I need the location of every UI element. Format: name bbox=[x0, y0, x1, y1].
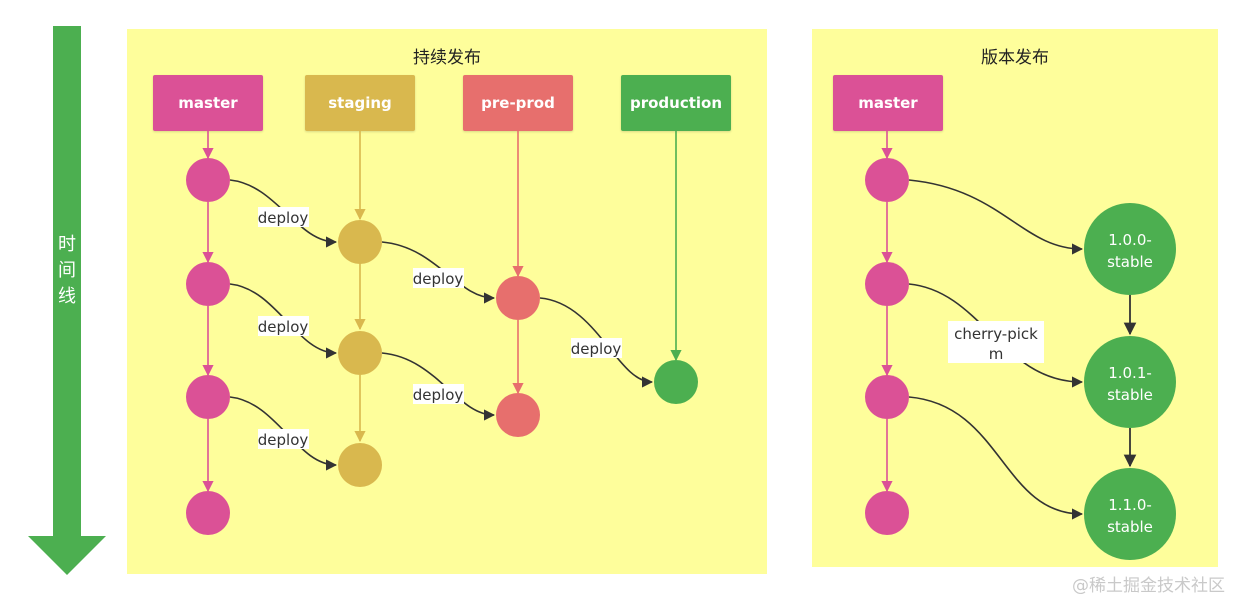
timeline-arrow bbox=[28, 26, 106, 575]
release-master-commit-1 bbox=[865, 158, 909, 202]
staging-commit-1 bbox=[338, 220, 382, 264]
continuous-delivery-panel: 持续发布 master staging pre-prod production bbox=[127, 29, 767, 574]
version-node-3: 1.1.0- stable bbox=[1084, 468, 1176, 560]
production-commit-1 bbox=[654, 360, 698, 404]
branch-pre-prod: pre-prod bbox=[463, 75, 573, 131]
master-commit-3 bbox=[186, 375, 230, 419]
deploy-label-6: deploy bbox=[571, 338, 622, 358]
version-node-3-line-1: 1.1.0- bbox=[1108, 496, 1152, 514]
staging-commit-3 bbox=[338, 443, 382, 487]
version-node-2-line-2: stable bbox=[1107, 386, 1153, 404]
release-master-commit-4 bbox=[865, 491, 909, 535]
version-node-2: 1.0.1- stable bbox=[1084, 336, 1176, 428]
deploy-label-3: deploy bbox=[258, 429, 309, 449]
release-master-commit-2 bbox=[865, 262, 909, 306]
timeline-char-1: 时 bbox=[58, 234, 76, 255]
deploy-label-4: deploy bbox=[413, 268, 464, 288]
deploy-label-1: deploy bbox=[258, 207, 309, 227]
timeline-arrow-head bbox=[28, 536, 106, 575]
release-branch-master: master bbox=[833, 75, 943, 131]
preprod-commit-1 bbox=[496, 276, 540, 320]
timeline-char-2: 间 bbox=[58, 260, 76, 281]
version-release-panel: 版本发布 master cherry-pick m bbox=[812, 29, 1218, 567]
branch-staging: staging bbox=[305, 75, 415, 131]
version-node-1-line-2: stable bbox=[1107, 253, 1153, 271]
cherry-pick-label: cherry-pick m bbox=[948, 321, 1044, 363]
deploy-label-5: deploy bbox=[413, 384, 464, 404]
continuous-delivery-graph: deploy deploy deploy deploy deploy deplo… bbox=[186, 131, 698, 535]
master-commit-2 bbox=[186, 262, 230, 306]
continuous-delivery-title: 持续发布 bbox=[413, 48, 481, 68]
deploy-label-3-text: deploy bbox=[258, 431, 309, 449]
version-release-graph: cherry-pick m 1.0.0- stable 1.0.1- stabl… bbox=[865, 131, 1176, 560]
release-edge-1 bbox=[908, 179, 1084, 255]
deploy-label-6-text: deploy bbox=[571, 340, 622, 358]
deploy-label-2: deploy bbox=[258, 316, 309, 336]
version-node-2-line-1: 1.0.1- bbox=[1108, 364, 1152, 382]
branch-production-label: production bbox=[629, 94, 723, 112]
branch-pre-prod-label: pre-prod bbox=[481, 94, 555, 112]
branch-production: production bbox=[621, 75, 731, 131]
version-release-title: 版本发布 bbox=[981, 48, 1049, 68]
release-master-commit-3 bbox=[865, 375, 909, 419]
timeline-arrow-shaft bbox=[53, 26, 81, 536]
master-commit-4 bbox=[186, 491, 230, 535]
branch-master-label: master bbox=[178, 94, 238, 112]
timeline-label: 时 间 线 bbox=[54, 232, 80, 310]
branch-master: master bbox=[153, 75, 263, 131]
version-node-3-line-2: stable bbox=[1107, 518, 1153, 536]
version-node-1: 1.0.0- stable bbox=[1084, 203, 1176, 295]
release-branch-master-label: master bbox=[858, 94, 918, 112]
deploy-label-1-text: deploy bbox=[258, 209, 309, 227]
preprod-commit-2 bbox=[496, 393, 540, 437]
cherry-pick-label-line-2: m bbox=[989, 345, 1004, 363]
branch-staging-label: staging bbox=[328, 94, 392, 112]
watermark: @稀土掘金技术社区 bbox=[1072, 576, 1225, 596]
release-edge-3 bbox=[908, 396, 1084, 520]
deploy-label-4-text: deploy bbox=[413, 270, 464, 288]
deploy-label-5-text: deploy bbox=[413, 386, 464, 404]
deploy-label-2-text: deploy bbox=[258, 318, 309, 336]
timeline-char-3: 线 bbox=[58, 286, 76, 307]
cherry-pick-label-line-1: cherry-pick bbox=[954, 325, 1038, 343]
master-commit-1 bbox=[186, 158, 230, 202]
staging-commit-2 bbox=[338, 331, 382, 375]
version-node-1-line-1: 1.0.0- bbox=[1108, 231, 1152, 249]
